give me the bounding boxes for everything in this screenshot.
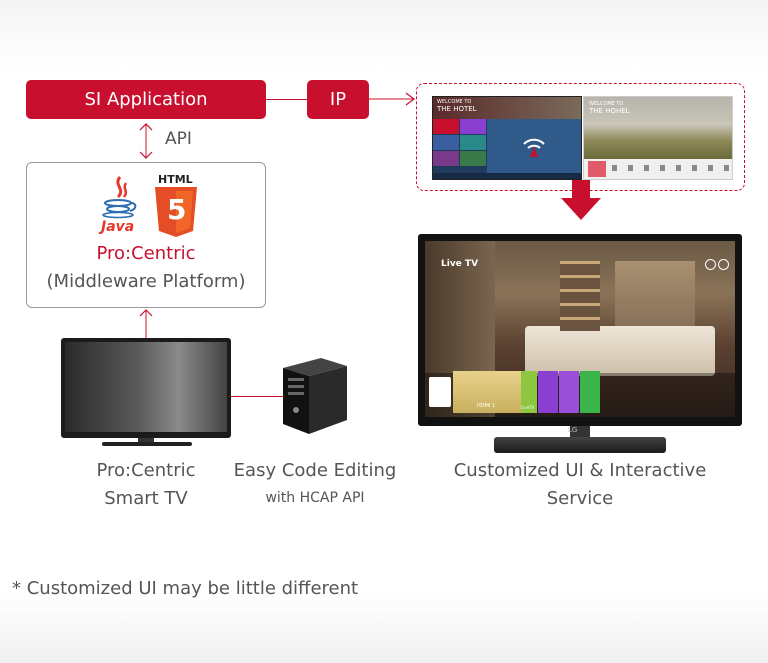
screen2-painting: [584, 97, 732, 159]
launcher-hdmi-tile: [453, 371, 521, 413]
screen1-tile: [460, 119, 486, 134]
smart-tv-screen: [65, 342, 227, 432]
screen2-menu-tile: [588, 161, 606, 177]
smart-tv-caption-2: Smart TV: [104, 488, 188, 509]
custom-ui-caption-2: Service: [546, 488, 614, 509]
interactive-tv-screen: Live TV HDMI 1 LiveTV: [425, 241, 735, 417]
screen1-tile: [460, 135, 486, 150]
screen2-menu-icons: [612, 165, 730, 171]
hotel-ui-screen-1: WELCOME TO THE HOTEL: [432, 96, 582, 180]
launcher-purple-tile-2: [559, 371, 579, 413]
settings-icon: [705, 259, 716, 270]
platform-name: Pro:Centric: [96, 243, 196, 264]
editing-caption-2: with HCAP API: [265, 490, 365, 506]
si-application-label: SI Application: [84, 89, 208, 110]
screen1-tile: [433, 135, 459, 150]
screen2-welcome: WELCOME TO: [589, 101, 624, 107]
html5-glyph: 5: [167, 193, 187, 226]
launcher-purple-tile-1: [538, 371, 558, 413]
screen1-header: [433, 97, 581, 119]
bottom-gradient: [0, 593, 768, 663]
footnote: * Customized UI may be little different: [12, 578, 359, 599]
api-double-arrow: [139, 123, 153, 159]
smart-tv-stand: [102, 442, 192, 446]
top-gradient: [0, 0, 768, 70]
si-ip-connector: [266, 99, 307, 100]
screen1-welcome: WELCOME TO: [437, 99, 472, 105]
server-icon: [283, 358, 347, 434]
platform-sub: (Middleware Platform): [46, 271, 246, 292]
html-label: HTML: [158, 173, 193, 186]
hotel-ui-screen-2: WELCOME TO THE HOHEL: [583, 96, 733, 180]
si-application-box: SI Application: [26, 80, 266, 119]
smart-tv: [61, 338, 231, 438]
screen1-footer: [433, 173, 581, 179]
editing-caption-1: Easy Code Editing: [233, 460, 397, 481]
ip-box: IP: [307, 80, 369, 119]
screen1-tile: [433, 151, 459, 166]
launcher-recent-tile: [429, 377, 451, 407]
html5-icon: [155, 187, 197, 237]
wifi-icon: [523, 138, 545, 157]
api-label: API: [165, 129, 192, 149]
ip-label: IP: [329, 89, 347, 110]
livetv-tile-label: LiveTV: [521, 405, 535, 410]
live-tv-label: Live TV: [441, 259, 479, 269]
screen2-hotel-name: THE HOHEL: [589, 107, 630, 115]
launcher-livetv-tile: [521, 371, 537, 413]
ip-arrow: [369, 92, 415, 106]
tv-server-connector: [231, 396, 285, 397]
hdmi-label: HDMI 1: [477, 403, 496, 409]
custom-ui-caption-1: Customized UI & Interactive: [453, 460, 707, 481]
smart-tv-caption-1: Pro:Centric: [96, 460, 196, 481]
tv-to-platform-arrow: [139, 309, 153, 338]
java-label: Java: [101, 219, 135, 235]
interactive-tv-stand: [494, 437, 666, 453]
interactive-tv: Live TV HDMI 1 LiveTV: [418, 234, 742, 426]
tv-brand-logo: LG: [568, 426, 578, 434]
smart-tv-neck: [138, 438, 154, 444]
power-icon: [718, 259, 729, 270]
launcher-green-tile: [580, 371, 600, 413]
screen1-hotel-name: THE HOTEL: [437, 105, 477, 113]
java-icon: [102, 176, 137, 219]
room-shelf: [560, 261, 600, 331]
screen1-tile: [433, 119, 459, 134]
screen1-tile: [460, 151, 486, 166]
down-arrow-icon: [561, 180, 601, 220]
interactive-tv-neck: [570, 426, 590, 440]
room-bed: [525, 326, 715, 376]
middleware-platform-box: Java HTML 5 Pro:Centric (Middleware Plat…: [26, 162, 266, 308]
